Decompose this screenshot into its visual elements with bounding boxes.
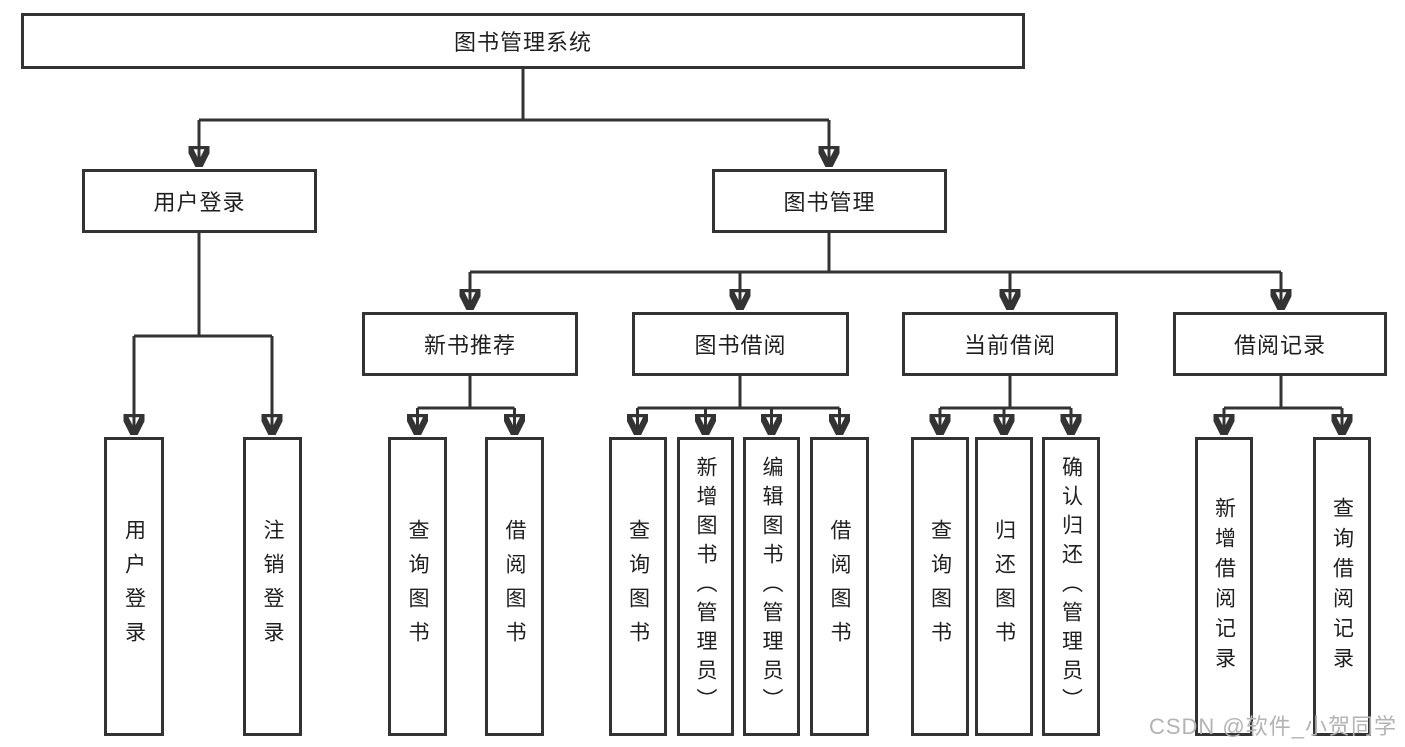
section-current-borrow-label: 当前借阅 xyxy=(963,333,1056,358)
node-root: 图书管理系统 xyxy=(21,13,1025,69)
leaf-recommend-borrow-books-label: 借阅图书 xyxy=(503,518,526,655)
section-current-borrow: 当前借阅 xyxy=(902,312,1118,376)
leaf-user-login-label: 用户登录 xyxy=(122,518,146,655)
node-root-label: 图书管理系统 xyxy=(453,30,592,55)
leaf-return-books: 归还图书 xyxy=(975,437,1033,736)
leaf-query-borrow-record: 查询借阅记录 xyxy=(1313,437,1371,736)
watermark: CSDN @软件_小贺同学 xyxy=(1148,714,1397,739)
branch-user-login-label: 用户登录 xyxy=(153,190,246,215)
leaf-return-books-label: 归还图书 xyxy=(992,518,1016,655)
leaf-confirm-return-admin: 确认归还（管理员） xyxy=(1042,437,1100,736)
leaf-user-login: 用户登录 xyxy=(104,437,164,736)
leaf-add-books-admin-label: 新增图书（管理员） xyxy=(694,456,717,717)
leaf-recommend-query-books: 查询图书 xyxy=(388,437,447,736)
section-book-borrow-label: 图书借阅 xyxy=(694,333,787,358)
leaf-current-query-books-label: 查询图书 xyxy=(928,518,952,655)
leaf-logout: 注销登录 xyxy=(243,437,302,736)
leaf-current-query-books: 查询图书 xyxy=(911,437,969,736)
section-new-book-recommend-label: 新书推荐 xyxy=(423,333,516,358)
branch-book-management-label: 图书管理 xyxy=(783,190,876,215)
leaf-logout-label: 注销登录 xyxy=(261,518,284,655)
leaf-recommend-borrow-books: 借阅图书 xyxy=(485,437,544,736)
section-borrow-records: 借阅记录 xyxy=(1173,312,1387,376)
leaf-borrow-query-books-label: 查询图书 xyxy=(626,518,650,655)
leaf-edit-books-admin: 编辑图书（管理员） xyxy=(743,437,800,736)
leaf-add-borrow-record-label: 新增借阅记录 xyxy=(1212,496,1236,677)
leaf-borrow-books-label: 借阅图书 xyxy=(828,518,851,655)
leaf-edit-books-admin-label: 编辑图书（管理员） xyxy=(760,456,783,717)
leaf-add-books-admin: 新增图书（管理员） xyxy=(677,437,734,736)
branch-user-login: 用户登录 xyxy=(82,169,317,233)
section-new-book-recommend: 新书推荐 xyxy=(362,312,578,376)
section-borrow-records-label: 借阅记录 xyxy=(1233,333,1326,358)
leaf-add-borrow-record: 新增借阅记录 xyxy=(1195,437,1253,736)
leaf-recommend-query-books-label: 查询图书 xyxy=(406,518,429,655)
leaf-confirm-return-admin-label: 确认归还（管理员） xyxy=(1059,456,1083,717)
leaf-borrow-query-books: 查询图书 xyxy=(609,437,667,736)
branch-book-management: 图书管理 xyxy=(712,169,947,233)
leaf-borrow-books: 借阅图书 xyxy=(810,437,869,736)
leaf-query-borrow-record-label: 查询借阅记录 xyxy=(1330,496,1354,677)
arrowheads xyxy=(134,120,1342,432)
connector-skeleton xyxy=(134,69,1342,410)
section-book-borrow: 图书借阅 xyxy=(632,312,849,376)
